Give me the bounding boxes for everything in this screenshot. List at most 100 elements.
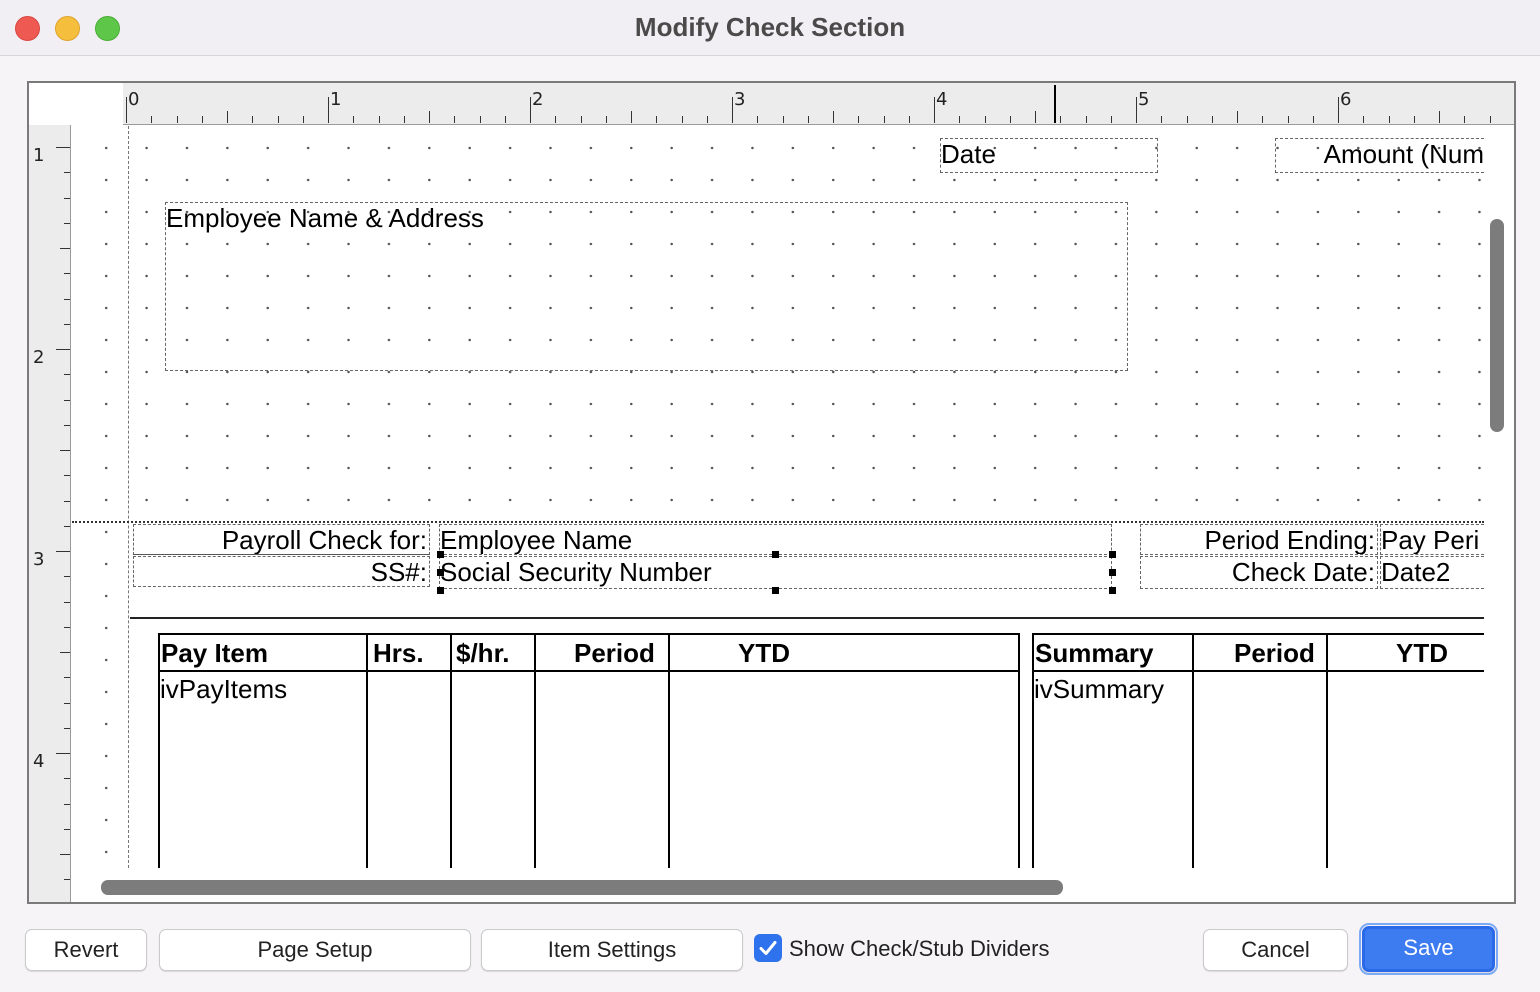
period-ending-label[interactable]: Period Ending: bbox=[1140, 524, 1378, 555]
ruler-tick bbox=[64, 702, 70, 704]
summary-cell[interactable]: ivSummary bbox=[1034, 674, 1165, 704]
ruler-tick bbox=[328, 97, 329, 123]
show-dividers-checkbox[interactable] bbox=[754, 934, 782, 962]
show-dividers-label[interactable]: Show Check/Stub Dividers bbox=[789, 936, 1050, 961]
ruler-tick bbox=[64, 197, 70, 199]
cancel-button[interactable]: Cancel bbox=[1203, 929, 1348, 971]
ruler-tick bbox=[56, 349, 70, 350]
ruler-tick bbox=[479, 116, 481, 123]
item-settings-button[interactable]: Item Settings bbox=[481, 929, 743, 971]
ruler-tick bbox=[56, 147, 70, 148]
ruler-tick bbox=[60, 854, 70, 855]
title-bar: Modify Check Section bbox=[0, 0, 1540, 56]
check-date-label[interactable]: Check Date: bbox=[1140, 556, 1378, 589]
resize-handle[interactable] bbox=[437, 569, 444, 576]
ruler-tick bbox=[1363, 116, 1365, 123]
checkmark-icon bbox=[759, 941, 777, 955]
ruler-tick bbox=[252, 116, 254, 123]
header-period: Period bbox=[574, 638, 655, 668]
resize-handle[interactable] bbox=[1109, 587, 1116, 594]
resize-handle[interactable] bbox=[1109, 569, 1116, 576]
ruler-tick bbox=[151, 116, 153, 123]
check-date-field[interactable]: Date2 bbox=[1380, 556, 1484, 589]
close-window-button[interactable] bbox=[15, 16, 40, 41]
ruler-tick bbox=[176, 116, 178, 123]
header-summary-period: Period bbox=[1234, 638, 1315, 668]
column-divider bbox=[366, 635, 368, 868]
ruler-tick bbox=[1186, 116, 1188, 123]
date-field[interactable]: Date bbox=[940, 138, 1158, 173]
ruler-tick bbox=[530, 97, 531, 123]
resize-handle[interactable] bbox=[437, 587, 444, 594]
pay-items-table[interactable]: Pay Item Hrs. $/hr. Period YTD ivPayItem… bbox=[158, 633, 1020, 868]
ruler-tick bbox=[1110, 116, 1112, 123]
social-security-field[interactable]: Social Security Number bbox=[439, 556, 1112, 589]
page-setup-button[interactable]: Page Setup bbox=[159, 929, 471, 971]
ruler-tick bbox=[807, 116, 809, 123]
ruler-tick bbox=[60, 450, 70, 451]
ruler-tick bbox=[378, 116, 380, 123]
ruler-tick bbox=[403, 116, 405, 123]
check-stub-divider[interactable] bbox=[72, 521, 1484, 523]
ruler-tick bbox=[1085, 116, 1087, 123]
ruler-tick bbox=[1211, 116, 1213, 123]
ruler-tick bbox=[782, 116, 784, 123]
hruler-label-3: 3 bbox=[734, 89, 746, 110]
resize-handle[interactable] bbox=[1109, 551, 1116, 558]
ruler-tick bbox=[64, 475, 70, 477]
column-divider bbox=[1192, 635, 1194, 868]
hruler-label-4: 4 bbox=[936, 89, 948, 110]
header-summary: Summary bbox=[1035, 638, 1154, 668]
header-summary-ytd: YTD bbox=[1396, 638, 1448, 668]
vruler-label-2: 2 bbox=[33, 347, 45, 368]
employee-address-field[interactable]: Employee Name & Address bbox=[165, 202, 1128, 371]
zoom-window-button[interactable] bbox=[95, 16, 120, 41]
ruler-tick bbox=[934, 97, 935, 123]
vruler-label-3: 3 bbox=[33, 549, 45, 570]
column-divider bbox=[450, 635, 452, 868]
resize-handle[interactable] bbox=[772, 551, 779, 558]
header-rate: $/hr. bbox=[456, 638, 510, 668]
minimize-window-button[interactable] bbox=[55, 16, 80, 41]
vruler-label-1: 1 bbox=[33, 145, 45, 166]
column-divider bbox=[534, 635, 536, 868]
ruler-tick bbox=[64, 803, 70, 805]
header-hrs: Hrs. bbox=[373, 638, 424, 668]
ruler-tick bbox=[1035, 111, 1036, 123]
vruler-label-4: 4 bbox=[33, 751, 45, 772]
ss-label[interactable]: SS#: bbox=[133, 556, 430, 587]
hruler-label-5: 5 bbox=[1138, 89, 1150, 110]
vertical-scrollbar[interactable] bbox=[1490, 219, 1504, 432]
stub-separator-line bbox=[130, 617, 1484, 619]
pay-items-cell[interactable]: ivPayItems bbox=[160, 674, 288, 704]
ruler-tick bbox=[56, 551, 70, 552]
ruler-tick bbox=[454, 116, 456, 123]
ruler-tick bbox=[555, 116, 557, 123]
ruler-tick bbox=[1161, 116, 1163, 123]
ruler-corner bbox=[29, 83, 124, 125]
revert-button[interactable]: Revert bbox=[25, 929, 147, 971]
period-ending-field[interactable]: Pay Peri bbox=[1380, 524, 1484, 555]
amount-field[interactable]: Amount (Num bbox=[1275, 138, 1484, 173]
ruler-tick bbox=[1515, 116, 1516, 123]
resize-handle[interactable] bbox=[772, 587, 779, 594]
layout-canvas[interactable]: Date Amount (Num Employee Name & Address… bbox=[72, 126, 1484, 868]
margin-guide bbox=[128, 126, 129, 868]
ruler-tick bbox=[126, 97, 127, 123]
ruler-tick bbox=[504, 116, 506, 123]
summary-table[interactable]: Summary Period YTD ivSummary bbox=[1032, 633, 1484, 868]
hruler-label-0: 0 bbox=[128, 89, 140, 110]
save-button[interactable]: Save bbox=[1359, 923, 1498, 975]
ruler-tick bbox=[833, 111, 834, 123]
ruler-tick bbox=[1262, 116, 1264, 123]
resize-handle[interactable] bbox=[437, 551, 444, 558]
ruler-tick bbox=[64, 424, 70, 426]
ruler-tick bbox=[64, 879, 70, 881]
horizontal-scrollbar[interactable] bbox=[101, 880, 1063, 895]
payroll-check-label[interactable]: Payroll Check for: bbox=[133, 524, 430, 555]
ruler-tick bbox=[64, 727, 70, 729]
ruler-tick bbox=[64, 525, 70, 527]
ruler-tick bbox=[1439, 111, 1440, 123]
ruler-tick bbox=[631, 111, 632, 123]
